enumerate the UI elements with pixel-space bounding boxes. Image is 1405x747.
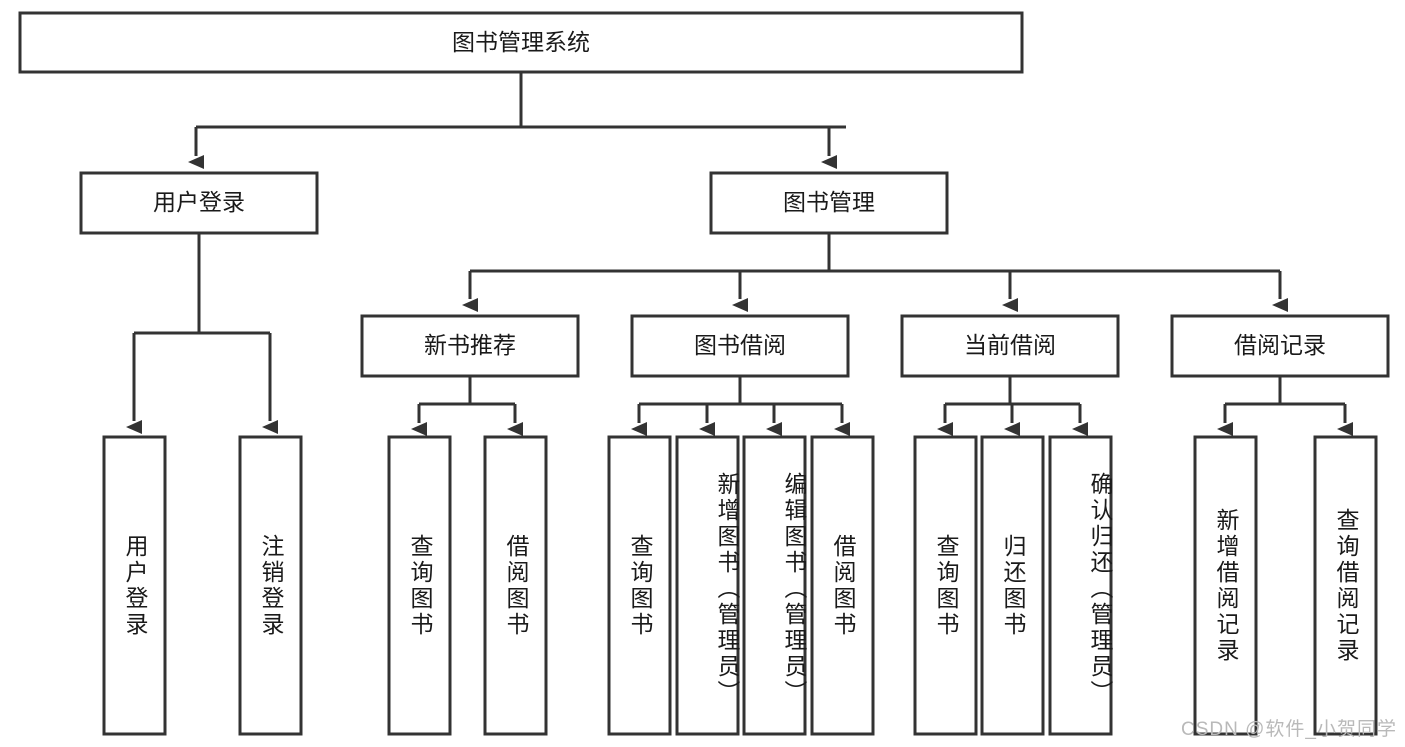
node-new-book-recommend-label: 新书推荐 [424, 332, 516, 358]
node-user-login-label: 用户登录 [153, 189, 245, 215]
leaf-box-currentborrow-confirm[interactable] [1048, 435, 1113, 736]
leaf-box-currentborrow-return[interactable] [980, 435, 1045, 736]
leaf-box-currentborrow-query[interactable] [913, 435, 978, 736]
node-book-borrow[interactable]: 图书借阅 [630, 314, 850, 378]
node-user-login[interactable]: 用户登录 [79, 171, 319, 235]
node-current-borrow[interactable]: 当前借阅 [900, 314, 1120, 378]
node-borrow-record-label: 借阅记录 [1234, 332, 1326, 358]
watermark-text: CSDN @软件_小贺同学 [1181, 719, 1397, 740]
leaf-box-bookborrow-edit[interactable] [742, 435, 807, 736]
leaf-box-newbook-borrow[interactable] [483, 435, 548, 736]
connector-bookborrow-to-leaves [631, 376, 850, 436]
leaf-box-user-login-login[interactable] [102, 435, 167, 736]
connector-currentborrow-to-leaves [937, 376, 1088, 436]
leaf-box-bookborrow-query[interactable] [607, 435, 672, 736]
leaf-box-borrowrecord-query[interactable] [1313, 435, 1378, 736]
node-book-management-label: 图书管理 [783, 189, 875, 215]
leaf-box-user-login-logout[interactable] [238, 435, 303, 736]
connector-bookmgmt-to-level3 [462, 233, 1288, 312]
node-book-borrow-label: 图书借阅 [694, 332, 786, 358]
node-current-borrow-label: 当前借阅 [964, 332, 1056, 358]
leaf-box-borrowrecord-add[interactable] [1193, 435, 1258, 736]
leaf-box-bookborrow-add[interactable] [675, 435, 740, 736]
node-new-book-recommend[interactable]: 新书推荐 [360, 314, 580, 378]
node-book-management[interactable]: 图书管理 [709, 171, 949, 235]
connector-newbook-to-leaves [411, 376, 523, 436]
node-root-system[interactable]: 图书管理系统 [18, 11, 1024, 74]
connector-userlogin-to-leaves [126, 233, 278, 434]
leaf-box-newbook-query[interactable] [387, 435, 452, 736]
node-borrow-record[interactable]: 借阅记录 [1170, 314, 1390, 378]
connector-root-to-level2 [188, 72, 846, 169]
connector-borrowrecord-to-leaves [1217, 376, 1353, 436]
node-root-system-label: 图书管理系统 [452, 29, 590, 55]
leaf-box-bookborrow-borrow[interactable] [810, 435, 875, 736]
